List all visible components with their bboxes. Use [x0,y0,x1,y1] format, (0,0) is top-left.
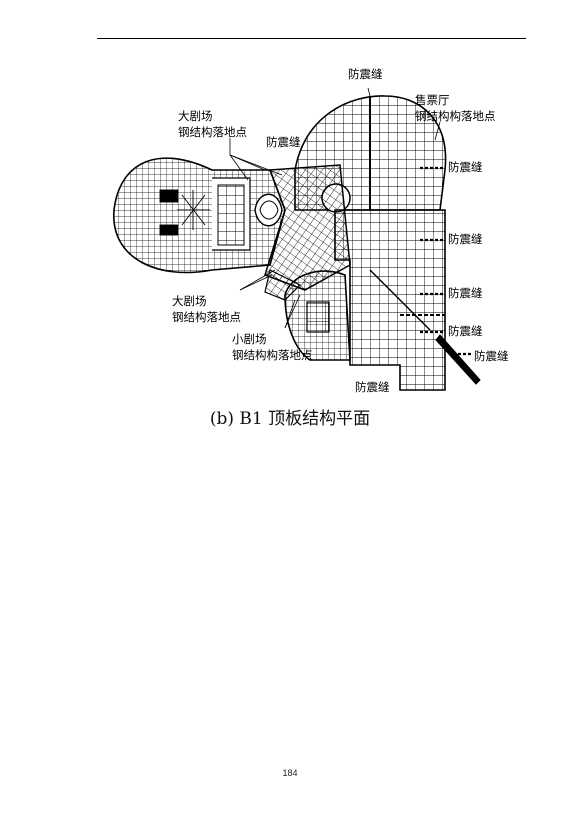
label-small-theater-steel: 钢结构构落地点 [232,348,313,362]
label-ticket-hall-steel: 钢结构构落地点 [415,109,496,123]
label-seismic-joint-right-3: 防震缝 [448,286,483,300]
page-number: 184 [282,768,298,778]
header-rule [97,38,526,39]
leader-lines [229,87,441,329]
label-large-theater-top: 大剧场 [178,109,213,123]
label-seismic-joint-right-2: 防震缝 [448,232,483,246]
label-seismic-joint-bottom: 防震缝 [355,380,390,394]
right-block-plan [334,209,446,391]
structural-plan-figure: 防震缝 售票厅 钢结构构落地点 大剧场 钢结构落地点 防震缝 防震缝 防震缝 防… [113,67,509,394]
label-large-theater-top-steel: 钢结构落地点 [178,125,247,139]
label-seismic-joint-top-left: 防震缝 [266,135,301,149]
label-large-theater-bottom-steel: 钢结构落地点 [172,310,241,324]
label-seismic-joint-top: 防震缝 [348,67,383,81]
ramp-plan [435,334,481,385]
small-theater-plan [284,270,351,361]
label-seismic-joint-right-1: 防震缝 [448,160,483,174]
large-theater-plan [113,157,286,274]
seismic-joint-markers [420,166,472,356]
label-large-theater-bottom: 大剧场 [172,294,207,308]
label-small-theater: 小剧场 [232,332,267,346]
label-seismic-joint-right-4: 防震缝 [448,324,483,338]
label-seismic-joint-right-5: 防震缝 [474,349,509,363]
figure-caption: (b) B1 顶板结构平面 [209,409,371,429]
label-ticket-hall: 售票厅 [415,93,450,107]
